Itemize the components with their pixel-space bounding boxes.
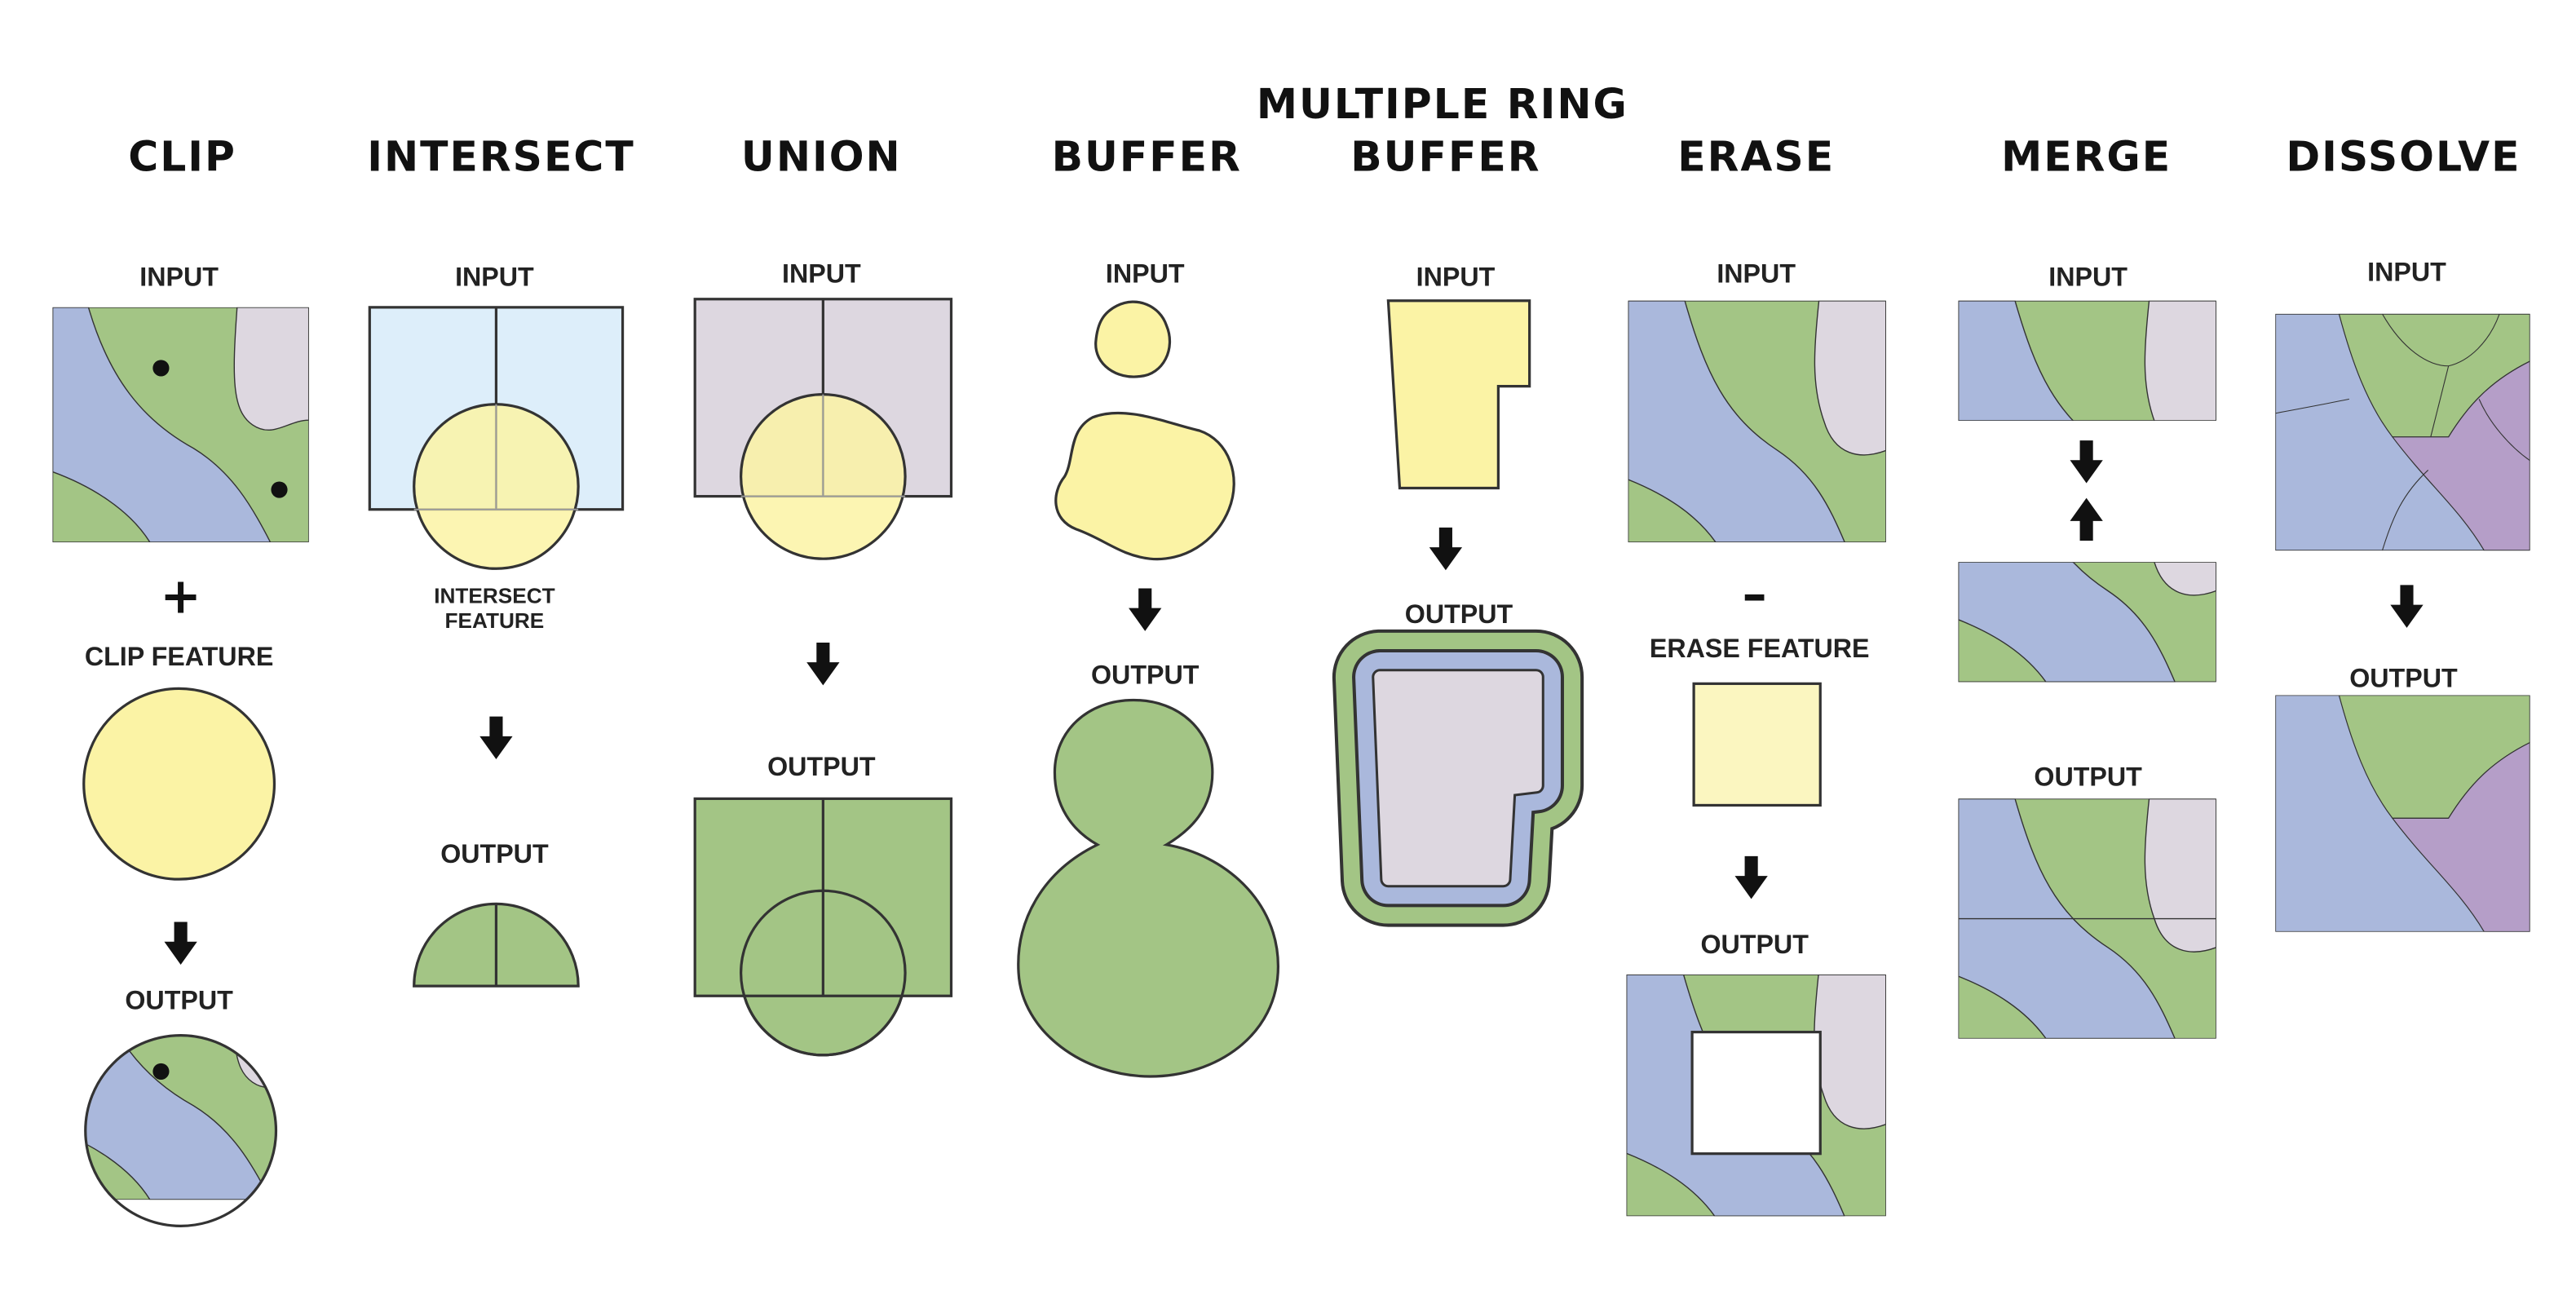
title-dissolve: DISSOLVE — [2286, 133, 2521, 181]
ring-output-label: OUTPUT — [1405, 599, 1513, 629]
arrow-down-icon — [2070, 440, 2103, 484]
arrow-down-icon — [1129, 588, 1162, 631]
intersect-feature-label-2: FEATURE — [445, 608, 545, 633]
minus-operator: – — [1743, 567, 1767, 624]
union-input-label: INPUT — [782, 259, 861, 289]
arrow-down-icon — [806, 642, 840, 686]
buffer-input-large-polygon — [1054, 411, 1235, 561]
title-multiple-ring: MULTIPLE RING — [1257, 80, 1628, 128]
point-marker — [152, 1063, 170, 1081]
erase-column: INPUT – ERASE FEATURE OUTPUT — [1626, 259, 1886, 1217]
title-erase: ERASE — [1677, 133, 1835, 181]
clip-input-label: INPUT — [139, 263, 219, 292]
title-clip: CLIP — [128, 133, 236, 181]
multiple-ring-buffer-column: INPUT OUTPUT — [1332, 263, 1584, 927]
arrow-down-icon — [479, 716, 513, 760]
erase-input-label: INPUT — [1717, 259, 1796, 289]
arrow-down-icon — [2390, 585, 2424, 628]
clip-feature-label: CLIP FEATURE — [85, 642, 273, 671]
title-merge: MERGE — [2001, 133, 2172, 181]
intersect-output-label: OUTPUT — [440, 839, 549, 868]
ring-input-polygon — [1386, 299, 1531, 490]
dissolve-output-map — [2275, 695, 2530, 932]
arrow-down-icon — [1429, 527, 1463, 571]
clip-output-label: OUTPUT — [125, 985, 233, 1014]
title-buffer: BUFFER — [1052, 133, 1242, 181]
merge-column: INPUT OUTPUT — [1958, 263, 2216, 1039]
point-marker — [152, 360, 170, 377]
title-multiple-ring-buffer: BUFFER — [1350, 133, 1540, 181]
title-union: UNION — [741, 133, 902, 181]
ring-output-buffers — [1332, 629, 1584, 927]
merge-output-map — [1958, 798, 2216, 1039]
buffer-input-label: INPUT — [1106, 259, 1185, 289]
intersect-input-label: INPUT — [455, 263, 534, 292]
arrow-down-icon — [1734, 855, 1768, 899]
arrow-up-icon — [2070, 497, 2103, 541]
ring-input-label: INPUT — [1416, 263, 1496, 292]
point-marker — [271, 481, 288, 498]
clip-feature-circle — [82, 687, 276, 881]
merge-input-label: INPUT — [2048, 263, 2128, 292]
buffer-output-label: OUTPUT — [1091, 660, 1200, 689]
erased-hole — [1690, 1030, 1822, 1156]
buffer-column: INPUT OUTPUT — [1017, 259, 1280, 1078]
union-output-label: OUTPUT — [767, 752, 876, 781]
erase-feature-label: ERASE FEATURE — [1650, 634, 1870, 663]
dissolve-column: INPUT OUTPUT — [2275, 258, 2530, 932]
erase-feature-square — [1692, 682, 1822, 807]
intersect-feature-label-1: INTERSECT — [434, 584, 555, 608]
clip-column: INPUT + CLIP FEATURE OUTPUT — [52, 263, 308, 1227]
buffer-input-small-polygon — [1094, 300, 1172, 378]
plus-operator: + — [160, 568, 201, 625]
dissolve-input-label: INPUT — [2367, 258, 2446, 287]
dissolve-output-label: OUTPUT — [2349, 663, 2458, 692]
erase-output-label: OUTPUT — [1700, 930, 1809, 959]
clip-input-map — [52, 307, 308, 542]
intersect-column: INPUT INTERSECT FEATURE OUTPUT — [368, 263, 625, 988]
buffer-output-polygon — [1017, 698, 1280, 1078]
dissolve-input-map — [2275, 313, 2530, 550]
arrow-down-icon — [164, 922, 197, 965]
title-intersect: INTERSECT — [367, 133, 634, 181]
merge-output-label: OUTPUT — [2034, 762, 2142, 791]
union-column: INPUT OUTPUT — [693, 259, 953, 1057]
erase-input-map — [1628, 300, 1886, 543]
